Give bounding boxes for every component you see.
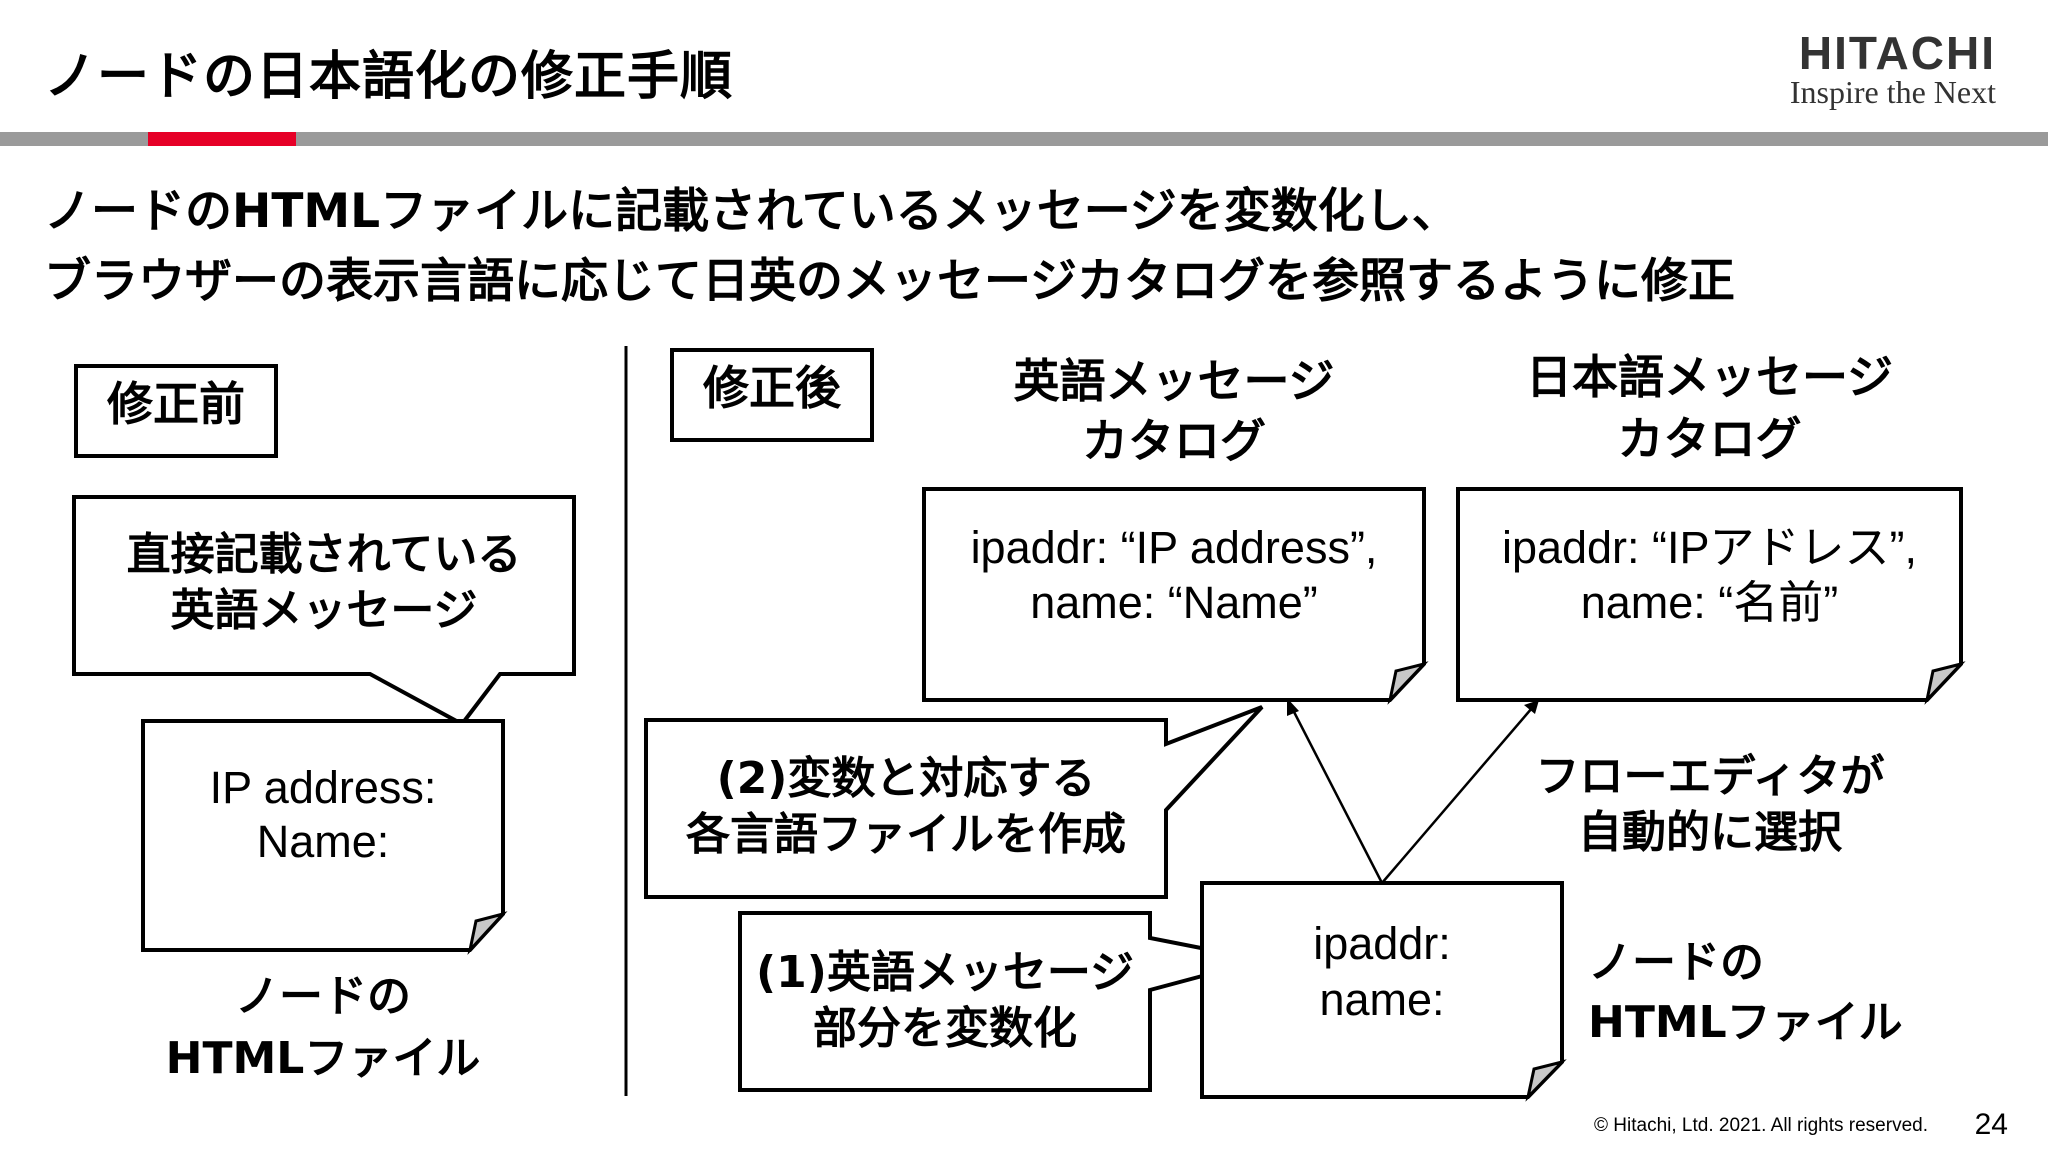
- node-doc-line2: name:: [1319, 974, 1445, 1025]
- en-catalog-fold: [1387, 661, 1429, 705]
- ja-catalog-title-line1: 日本語メッセージ: [1525, 350, 1894, 404]
- step2-line1: (2)変数と対応する: [716, 753, 1096, 804]
- step2-callout-shape: [644, 705, 1264, 899]
- step1-line1: (1)英語メッセージ: [756, 947, 1134, 998]
- node-doc-line1: ipaddr:: [1313, 918, 1451, 969]
- heading-line2: ブラウザーの表示言語に応じて日英のメッセージカタログを参照するように修正: [44, 254, 1736, 309]
- page-number: 24: [1974, 1108, 2008, 1141]
- after-caption-line1: ノードの: [1588, 937, 1764, 988]
- en-catalog-line1: ipaddr: “IP address”,: [970, 522, 1378, 573]
- en-catalog-title-line2: カタログ: [1082, 414, 1266, 468]
- page-title: ノードの日本語化の修正手順: [44, 47, 734, 107]
- en-catalog-title-line1: 英語メッセージ: [1013, 354, 1335, 408]
- ja-catalog-line1: ipaddr: “IPアドレス”,: [1501, 522, 1918, 573]
- before-doc-fold: [467, 911, 508, 956]
- ja-catalog-line2: name: “名前”: [1580, 577, 1839, 628]
- node-doc-fold: [1525, 1059, 1567, 1102]
- before-callout-shape: [72, 495, 576, 727]
- hitachi-logo-name: HITACHI: [1798, 27, 1996, 79]
- before-caption-line1: ノードの: [235, 971, 411, 1022]
- heading-line1: ノードのHTMLファイルに記載されているメッセージを変数化し、: [44, 184, 1459, 239]
- step1-line2: 部分を変数化: [813, 1003, 1077, 1054]
- ja-catalog-fold: [1924, 661, 1966, 705]
- after-caption-line2: HTMLファイル: [1588, 997, 1903, 1048]
- arrow-to-ja-catalog: [1381, 707, 1533, 884]
- before-doc-line1: IP address:: [209, 762, 437, 813]
- arrowhead-ja: [1524, 700, 1539, 714]
- copyright: © Hitachi, Ltd. 2021. All rights reserve…: [1594, 1115, 1928, 1136]
- after-label: 修正後: [670, 348, 874, 442]
- hitachi-logo-tagline: Inspire the Next: [1789, 74, 1996, 110]
- editor-note-line1: フローエディタが: [1535, 751, 1885, 802]
- editor-note-line2: 自動的に選択: [1578, 807, 1842, 858]
- header-rule: [0, 132, 2048, 146]
- en-catalog-line2: name: “Name”: [1030, 577, 1318, 628]
- header-accent: [148, 132, 296, 146]
- before-doc-line2: Name:: [256, 816, 390, 867]
- before-caption-line2: HTMLファイル: [165, 1033, 481, 1084]
- before-callout-line2: 英語メッセージ: [170, 585, 478, 636]
- step2-line2: 各言語ファイルを作成: [686, 809, 1126, 860]
- ja-catalog-title-line2: カタログ: [1617, 412, 1802, 466]
- before-callout-line1: 直接記載されている: [126, 529, 522, 580]
- arrow-to-en-catalog: [1290, 707, 1384, 884]
- before-label: 修正前: [74, 364, 278, 458]
- arrowhead-en: [1287, 698, 1299, 716]
